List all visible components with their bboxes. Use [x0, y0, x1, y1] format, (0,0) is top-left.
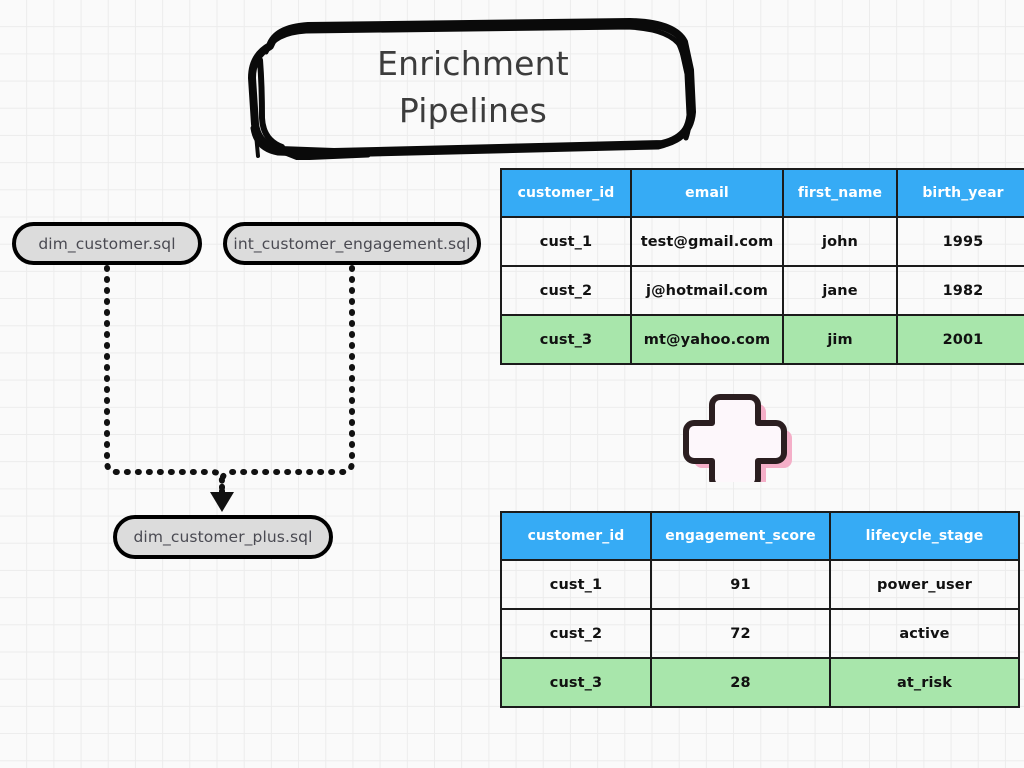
table-customers: customer_id email first_name birth_year … [500, 168, 1024, 365]
cell-email: j@hotmail.com [630, 265, 784, 316]
cell-customer-id: cust_2 [500, 608, 652, 659]
column-header-lifecycle-stage[interactable]: lifecycle_stage [829, 511, 1020, 561]
table-row[interactable]: cust_1 test@gmail.com john 1995 [500, 216, 1024, 267]
cell-email: mt@yahoo.com [630, 314, 784, 365]
cell-customer-id: cust_1 [500, 216, 632, 267]
table-row[interactable]: cust_2 j@hotmail.com jane 1982 [500, 265, 1024, 316]
cell-engagement-score: 91 [650, 559, 831, 610]
edge-int-engagement-to-plus [219, 265, 355, 495]
column-header-customer-id[interactable]: customer_id [500, 168, 632, 218]
table-row-highlighted[interactable]: cust_3 mt@yahoo.com jim 2001 [500, 314, 1024, 365]
cell-engagement-score: 72 [650, 608, 831, 659]
cell-first-name: jane [782, 265, 898, 316]
plus-sign-icon [683, 394, 792, 494]
table-row[interactable]: cust_2 72 active [500, 608, 1020, 659]
node-label: int_customer_engagement.sql [233, 234, 471, 253]
cell-lifecycle-stage: at_risk [829, 657, 1020, 708]
node-dim-customer[interactable]: dim_customer.sql [12, 222, 202, 265]
join-operator [676, 382, 794, 494]
cell-birth-year: 2001 [896, 314, 1024, 365]
cell-engagement-score: 28 [650, 657, 831, 708]
node-label: dim_customer_plus.sql [133, 528, 313, 546]
cell-email: test@gmail.com [630, 216, 784, 267]
arrowhead-icon [210, 492, 234, 512]
column-header-customer-id[interactable]: customer_id [500, 511, 652, 561]
title-banner: Enrichment Pipelines [238, 16, 708, 160]
title-sketch-frame-icon [248, 18, 696, 160]
table-engagement: customer_id engagement_score lifecycle_s… [500, 511, 1020, 708]
column-header-engagement-score[interactable]: engagement_score [650, 511, 831, 561]
column-header-first-name[interactable]: first_name [782, 168, 898, 218]
column-header-email[interactable]: email [630, 168, 784, 218]
node-int-customer-engagement[interactable]: int_customer_engagement.sql [223, 222, 481, 265]
column-header-birth-year[interactable]: birth_year [896, 168, 1024, 218]
table-row-highlighted[interactable]: cust_3 28 at_risk [500, 657, 1020, 708]
cell-birth-year: 1995 [896, 216, 1024, 267]
cell-customer-id: cust_2 [500, 265, 632, 316]
cell-lifecycle-stage: active [829, 608, 1020, 659]
cell-customer-id: cust_3 [500, 657, 652, 708]
cell-birth-year: 1982 [896, 265, 1024, 316]
table-row[interactable]: cust_1 91 power_user [500, 559, 1020, 610]
cell-first-name: john [782, 216, 898, 267]
cell-lifecycle-stage: power_user [829, 559, 1020, 610]
cell-customer-id: cust_1 [500, 559, 652, 610]
table-header-row: customer_id engagement_score lifecycle_s… [500, 511, 1020, 561]
table-header-row: customer_id email first_name birth_year [500, 168, 1024, 218]
node-dim-customer-plus[interactable]: dim_customer_plus.sql [113, 515, 333, 559]
cell-customer-id: cust_3 [500, 314, 632, 365]
cell-first-name: jim [782, 314, 898, 365]
edge-dim-customer-to-plus [104, 265, 225, 495]
node-label: dim_customer.sql [38, 234, 176, 253]
